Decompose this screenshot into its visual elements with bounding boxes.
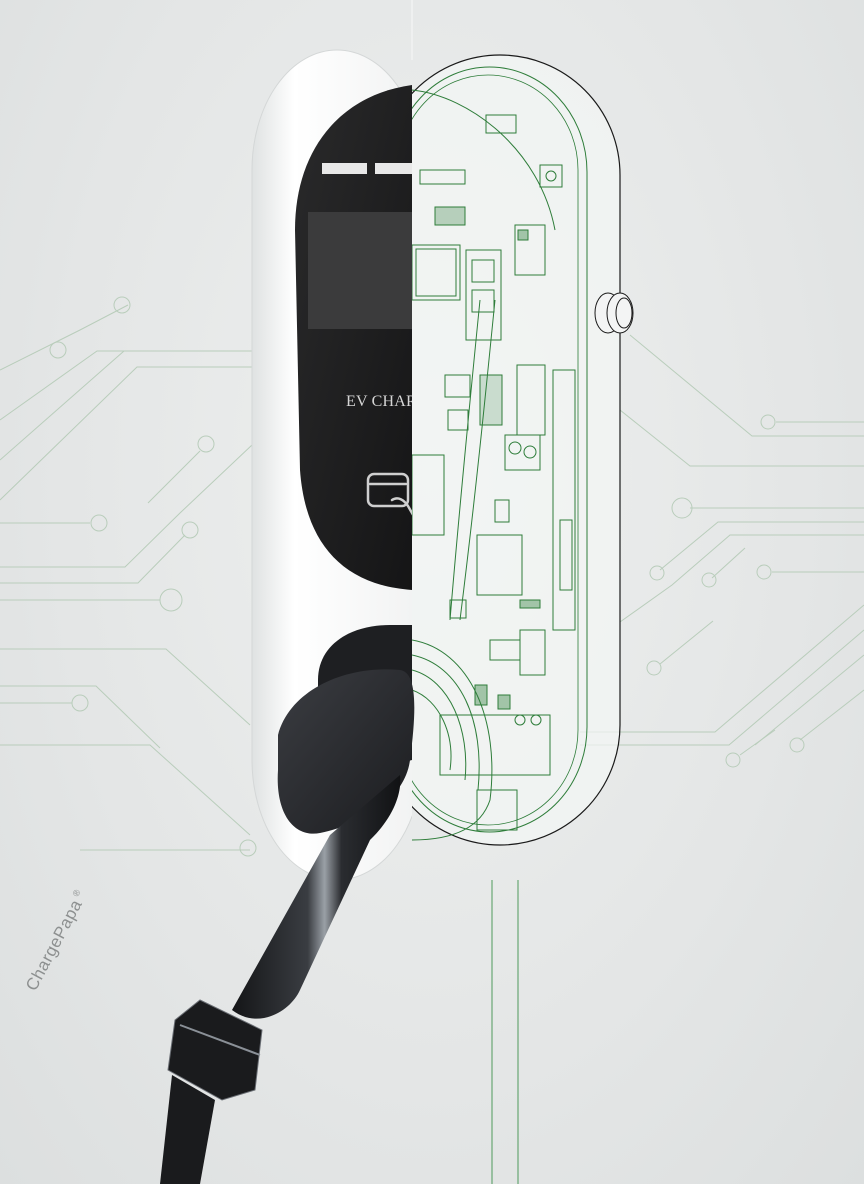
vertical-traces <box>491 880 519 1184</box>
device-label: EV CHAR <box>346 393 412 410</box>
pcb-components <box>412 114 576 841</box>
rfid-card-tap-icon <box>366 472 412 516</box>
charging-connector <box>160 625 415 1184</box>
background-circuit-traces <box>0 296 864 857</box>
charger-circuit-half <box>412 54 634 846</box>
mounting-knob <box>594 292 634 334</box>
